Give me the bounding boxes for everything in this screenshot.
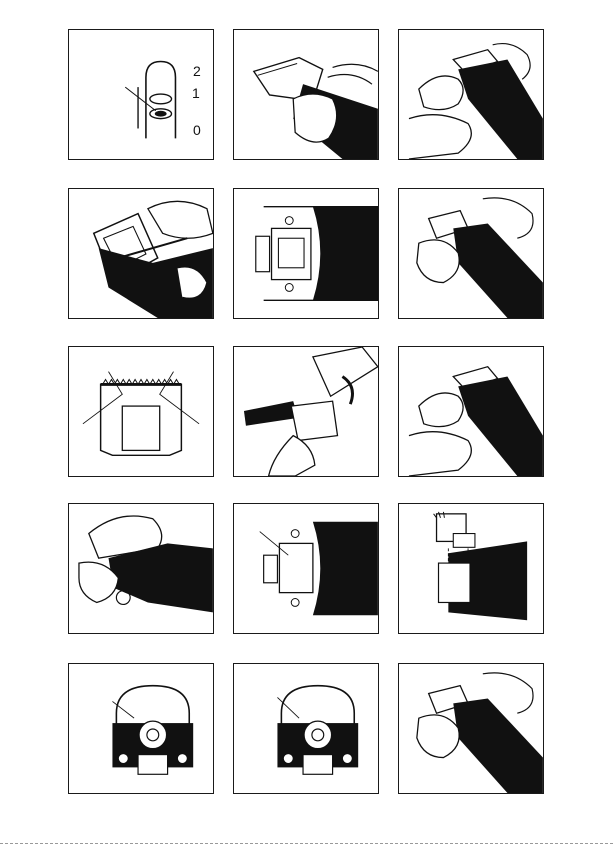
panel-blade-alignment bbox=[68, 346, 214, 477]
blade-removal-illustration bbox=[234, 30, 378, 159]
switch-position-2: 2 bbox=[193, 64, 201, 78]
oiling-illustration bbox=[234, 347, 378, 476]
panel-adjusting-blade bbox=[68, 503, 214, 634]
attaching-blade-illustration bbox=[399, 189, 543, 318]
panel-oiling-blade bbox=[233, 346, 379, 477]
panel-motor-housing-2 bbox=[233, 663, 379, 794]
panel-blade-assembly-exploded bbox=[398, 503, 544, 634]
panel-cleaning-blade-housing bbox=[68, 188, 214, 319]
panel-attaching-blade bbox=[398, 188, 544, 319]
blade-alignment-illustration bbox=[69, 347, 213, 476]
motor-housing-illustration-2 bbox=[234, 664, 378, 793]
panel-trimmer-head-internal bbox=[233, 188, 379, 319]
switch-position-1: 1 bbox=[192, 86, 200, 100]
adjusting-blade-illustration bbox=[69, 504, 213, 633]
attaching-blade-illustration-2 bbox=[399, 664, 543, 793]
panel-attaching-blade-2 bbox=[398, 663, 544, 794]
blade-assembly-illustration bbox=[399, 504, 543, 633]
trimmer-head-illustration-2 bbox=[234, 504, 378, 633]
cleaning-illustration bbox=[69, 189, 213, 318]
page-bottom-rule bbox=[0, 843, 613, 844]
panel-trimmer-head-internal-2 bbox=[233, 503, 379, 634]
hands-trimmer-illustration-2 bbox=[399, 347, 543, 476]
motor-housing-illustration-1 bbox=[69, 664, 213, 793]
switch-position-0: 0 bbox=[193, 123, 201, 137]
hands-trimmer-illustration bbox=[399, 30, 543, 159]
panel-blade-removal bbox=[233, 29, 379, 160]
panel-motor-housing-1 bbox=[68, 663, 214, 794]
panel-hands-holding-trimmer-2 bbox=[398, 346, 544, 477]
panel-hands-holding-trimmer bbox=[398, 29, 544, 160]
trimmer-head-illustration bbox=[234, 189, 378, 318]
panel-power-switch: 2 1 0 bbox=[68, 29, 214, 160]
